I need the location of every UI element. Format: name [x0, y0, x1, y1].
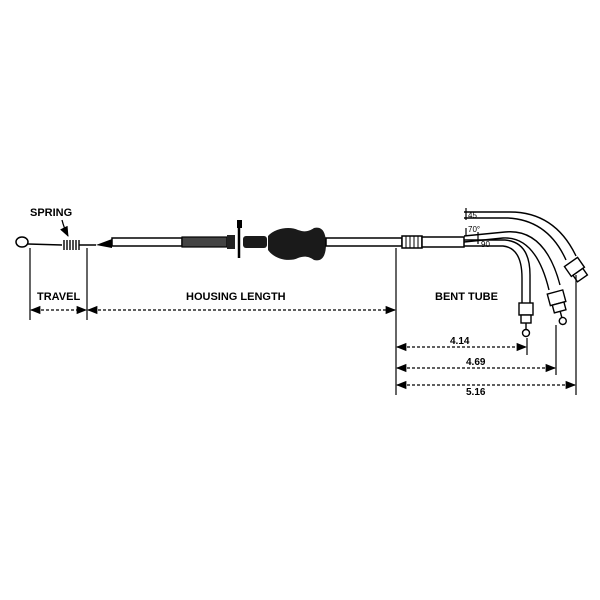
angle-70-label: 70°: [468, 225, 480, 234]
ferrule: [96, 239, 112, 248]
ball-end: [15, 236, 29, 248]
dimension-5-16: 5.16: [395, 380, 577, 398]
dimension-4-69-label: 4.69: [466, 357, 486, 368]
angle-markers: [465, 208, 479, 244]
grommet: [268, 227, 326, 261]
adjuster: [227, 235, 235, 249]
travel-label: TRAVEL: [37, 291, 80, 303]
housing-length-label: HOUSING LENGTH: [186, 291, 286, 303]
spring-label: SPRING: [30, 207, 72, 219]
bent-tube-70: [463, 231, 561, 286]
cable-assembly: [15, 220, 465, 261]
dimension-4-69: 4.69: [395, 357, 557, 373]
dimension-4-14-label: 4.14: [450, 336, 470, 347]
bent-tube-label: BENT TUBE: [435, 291, 498, 303]
housing-main: [325, 237, 403, 247]
dimension-5-16-label: 5.16: [466, 387, 486, 398]
spring-arrow: [60, 219, 69, 237]
dimension-4-14: 4.14: [395, 336, 528, 352]
tube-fitting: [401, 235, 423, 249]
travel-dimension: TRAVEL: [29, 291, 88, 315]
angle-45-label: 45: [468, 211, 477, 220]
spring-coils: [63, 240, 80, 250]
bent-tubes: [463, 211, 589, 338]
bent-tube-90: [464, 239, 531, 305]
housing-length-dimension: HOUSING LENGTH: [86, 291, 397, 315]
bent-tube-45: [464, 211, 577, 257]
housing-sleeve: [181, 236, 228, 248]
extension-lines: [29, 248, 577, 395]
angle-90-label: 90: [481, 240, 490, 249]
inner-wire: [27, 243, 63, 246]
housing-front: [111, 237, 183, 247]
